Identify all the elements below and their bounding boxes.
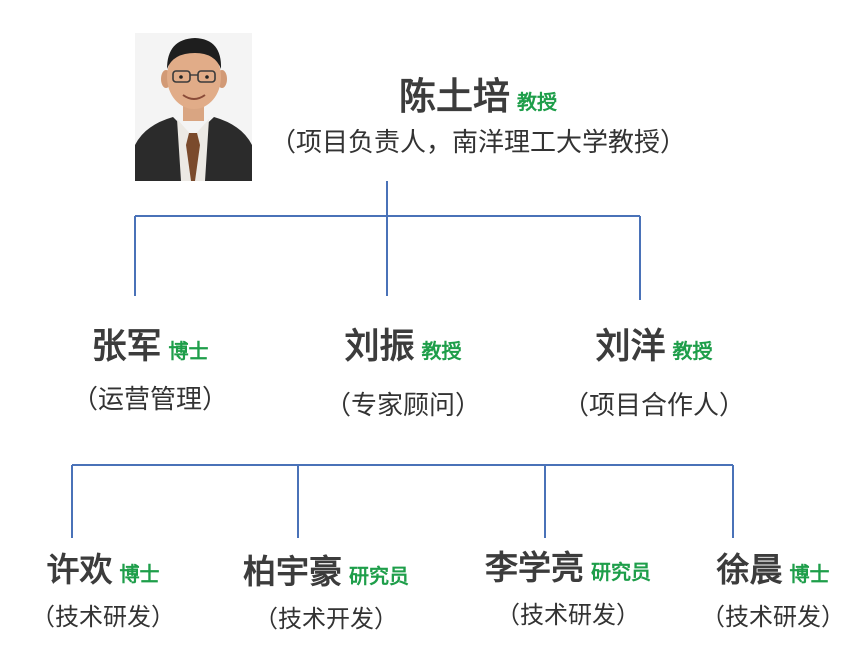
leader-node: 陈土培 教授 （项目负责人，南洋理工大学教授） (270, 66, 686, 159)
tier3-title: 博士 (119, 562, 160, 586)
tier2-role: （专家顾问） (324, 391, 482, 421)
tier3-node-2: 柏宇豪 研究员 （技术开发） (243, 545, 409, 634)
tier2-role: （项目合作人） (562, 391, 746, 421)
tier2-node-3: 刘洋 教授 （项目合作人） (563, 318, 745, 422)
tier2-node-2: 刘振 教授 （专家顾问） (325, 318, 481, 422)
tier2-title: 教授 (421, 339, 462, 363)
tier3-name: 徐晨 (716, 550, 783, 589)
tier3-name: 李学亮 (485, 548, 584, 587)
tier3-role: （技术开发） (254, 605, 398, 633)
tier2-name: 张军 (91, 327, 162, 367)
tier3-role: （技术研发） (701, 603, 845, 631)
tier2-role: （运营管理） (71, 385, 229, 415)
tier3-title: 研究员 (349, 564, 409, 588)
tier3-node-3: 李学亮 研究员 （技术研发） (485, 541, 651, 630)
leader-name: 陈土培 (398, 75, 510, 118)
leader-role: （项目负责人，南洋理工大学教授） (269, 128, 687, 158)
tier3-role: （技术研发） (31, 603, 175, 631)
tier3-node-1: 许欢 博士 （技术研发） (31, 543, 175, 632)
tier2-title: 教授 (672, 339, 713, 363)
tier3-name: 柏宇豪 (243, 552, 342, 591)
tier2-title: 博士 (168, 339, 209, 363)
tier3-name: 许欢 (46, 550, 113, 589)
tier3-node-4: 徐晨 博士 （技术研发） (701, 543, 845, 632)
tier2-node-1: 张军 博士 （运营管理） (72, 318, 228, 416)
tier2-name: 刘振 (344, 327, 415, 367)
leader-portrait (135, 33, 252, 181)
tier3-title: 研究员 (591, 560, 651, 584)
tier3-title: 博士 (789, 562, 830, 586)
tier2-name: 刘洋 (595, 327, 666, 367)
leader-title: 教授 (516, 90, 557, 114)
tier3-role: （技术研发） (496, 601, 640, 629)
